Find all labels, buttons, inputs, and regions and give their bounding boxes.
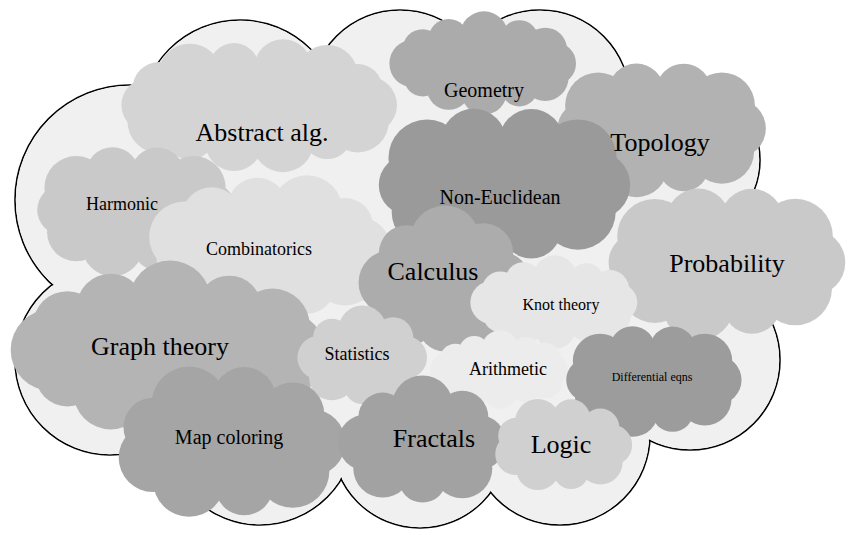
topic-cloud: Probability: [600, 180, 850, 345]
topic-label: Calculus: [388, 258, 479, 287]
topic-cloud: Map coloring: [110, 360, 350, 525]
topic-label: Abstract alg.: [196, 119, 329, 148]
topic-label: Map coloring: [175, 426, 283, 448]
topic-label: Differential eqns: [612, 371, 693, 384]
topic-label: Topology: [610, 129, 709, 158]
topic-label: Harmonic: [86, 195, 158, 215]
topic-label: Non-Euclidean: [439, 186, 560, 208]
topic-label: Probability: [669, 250, 785, 279]
topic-label: Arithmetic: [469, 360, 547, 380]
topic-cloud: Fractals: [335, 375, 510, 510]
topic-cloud: Geometry: [389, 11, 579, 116]
topic-label: Statistics: [324, 345, 389, 365]
topic-label: Graph theory: [91, 333, 229, 362]
topic-label: Fractals: [393, 425, 475, 454]
topic-cloud: Logic: [490, 395, 635, 495]
topic-label: Knot theory: [523, 296, 600, 314]
topic-label: Logic: [531, 431, 592, 460]
topic-label: Geometry: [444, 79, 524, 101]
topic-label: Combinatorics: [206, 240, 312, 260]
